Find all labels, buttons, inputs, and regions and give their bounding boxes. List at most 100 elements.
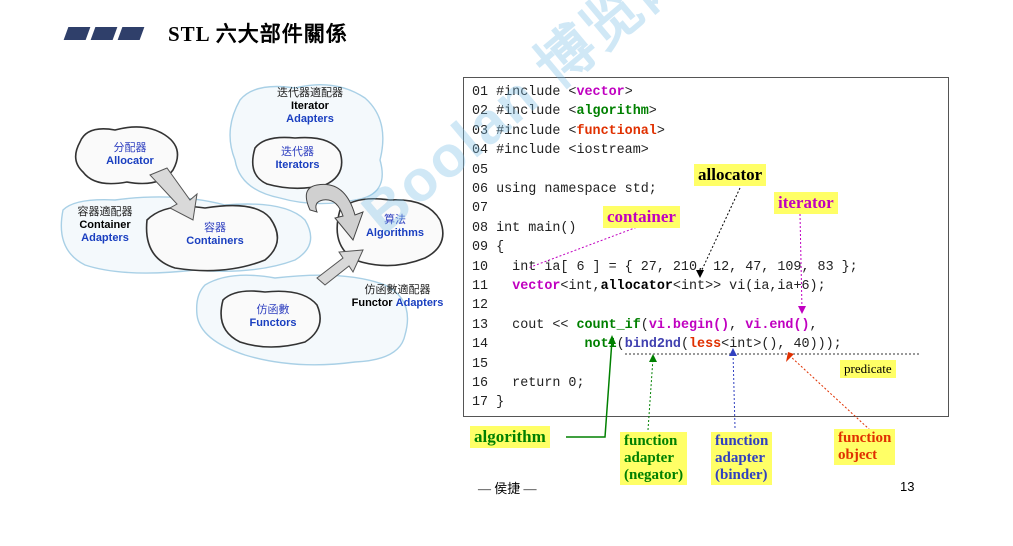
function-object-arrowhead (786, 352, 794, 362)
code-line-04: 04 #include <iostream> (472, 141, 649, 160)
container-cloud (145, 204, 279, 272)
code-line-02: 02 #include <algorithm> (472, 102, 657, 121)
code-text: cout << (496, 317, 577, 333)
allocator-arrowhead (696, 270, 704, 278)
code-text: , (729, 317, 746, 333)
code-text: #include < (496, 85, 577, 100)
algorithm-arrowhead (608, 335, 616, 344)
code-text: , (809, 317, 818, 333)
code-text: <int>(), 40))); (721, 337, 842, 353)
code-token: count_if (576, 317, 641, 333)
code-line-07: 07 (472, 199, 496, 218)
code-text: return 0; (496, 376, 585, 391)
code-line-03: 03 #include <functional> (472, 122, 665, 141)
code-token: allocator (600, 279, 673, 294)
code-line-12: 12 (472, 296, 496, 315)
code-text: > (624, 85, 633, 100)
functor-cloud (220, 290, 321, 348)
code-line-06: 06 using namespace std; (472, 180, 657, 199)
code-text: ( (616, 337, 625, 353)
code-text: using namespace std; (496, 182, 657, 197)
line-number: 11 (472, 279, 497, 294)
iterator-pointer-line (799, 213, 803, 311)
line-number: 08 (472, 220, 497, 236)
negator-arrowhead (649, 354, 657, 362)
binder-pointer-line (732, 351, 736, 429)
line-number: 06 (472, 182, 497, 197)
line-number: 14 (472, 337, 497, 353)
code-line-15: 15 (472, 355, 496, 374)
code-text: > (648, 104, 657, 120)
iterator-arrowhead (798, 306, 806, 314)
negator-pointer-line (647, 357, 654, 431)
code-text: } (496, 395, 505, 411)
line-number: 01 (472, 85, 497, 100)
algorithm-label: 算法 Algorithms (365, 214, 425, 239)
container-pointer-line (527, 225, 641, 269)
stl-diagram: 迭代器適配器 Iterator Adapters 分配器 Allocator 迭… (55, 80, 460, 410)
functor-label: 仿函數 Functors (249, 304, 297, 329)
functor-adapter-label: 仿函數適配器 Functor Adapters (351, 284, 444, 309)
line-number: 07 (472, 201, 497, 217)
code-text: #include < (496, 104, 577, 120)
code-text: int main() (496, 220, 577, 236)
line-number: 05 (472, 162, 497, 178)
author-footer: — 侯捷 — (478, 481, 537, 496)
code-text: { (496, 240, 505, 256)
code-text: #include < (496, 123, 577, 139)
iterator-curve-arrow (305, 183, 364, 242)
function-object-callout: function object (834, 429, 896, 465)
diagram-shapes (60, 83, 444, 366)
algorithm-pointer-line (566, 339, 613, 438)
allocator-cloud (74, 126, 179, 185)
allocator-callout: allocator (694, 164, 767, 186)
algorithm-callout: algorithm (470, 426, 550, 448)
line-number: 17 (472, 395, 497, 411)
line-number: 03 (472, 123, 497, 139)
iterator-cloud (251, 136, 343, 190)
line-number: 13 (472, 317, 497, 333)
predicate-callout: predicate (840, 360, 896, 378)
function-adapter-negator-callout: function adapter (negator) (620, 432, 688, 485)
code-text: ( (640, 317, 649, 333)
function-adapter-binder-callout: function adapter (binder) (711, 432, 773, 485)
code-token: vi.begin() (648, 317, 730, 333)
container-label: 容器 Containers (186, 222, 244, 247)
code-text: #include <iostream> (496, 143, 649, 159)
code-line-17: 17 } (472, 393, 504, 412)
iterator-callout: iterator (774, 192, 838, 214)
code-token: vector (576, 85, 625, 100)
code-token: functional (576, 123, 657, 139)
code-line-14: 14 not1(bind2nd(less<int>(), 40))); (472, 335, 842, 354)
code-line-16: 16 return 0; (472, 374, 585, 393)
line-number: 02 (472, 104, 497, 120)
line-number: 15 (472, 356, 497, 372)
code-token: vi.end() (745, 317, 810, 333)
code-line-09: 09 { (472, 238, 504, 257)
page-number: 13 (900, 479, 915, 494)
allocator-pointer-line (699, 187, 741, 275)
functor-to-algorithm-arrow (316, 249, 364, 286)
line-number: 04 (472, 143, 497, 159)
code-token: bind2nd (624, 337, 681, 353)
code-token: algorithm (576, 104, 649, 120)
code-line-13: 13 cout << count_if(vi.begin(), vi.end()… (472, 316, 818, 335)
code-text: <int, (560, 279, 601, 294)
binder-arrowhead (729, 348, 737, 356)
line-number: 09 (472, 240, 497, 256)
page-title: STL 六大部件關係 (168, 22, 348, 46)
code-line-05: 05 (472, 161, 496, 180)
code-line-08: 08 int main() (472, 219, 576, 238)
code-token: vector (512, 279, 561, 294)
line-number: 16 (472, 376, 497, 391)
allocator-to-container-arrow (149, 167, 198, 221)
code-line-01: 01 #include <vector> (472, 83, 633, 102)
line-number: 10 (472, 259, 497, 275)
code-token: less (689, 337, 722, 353)
iterator-adapter-label: 迭代器適配器 Iterator Adapters (277, 87, 343, 125)
container-callout: container (603, 206, 680, 228)
code-token: not1 (584, 337, 617, 353)
iterator-label: 迭代器 Iterators (275, 146, 320, 171)
line-number: 12 (472, 298, 497, 314)
